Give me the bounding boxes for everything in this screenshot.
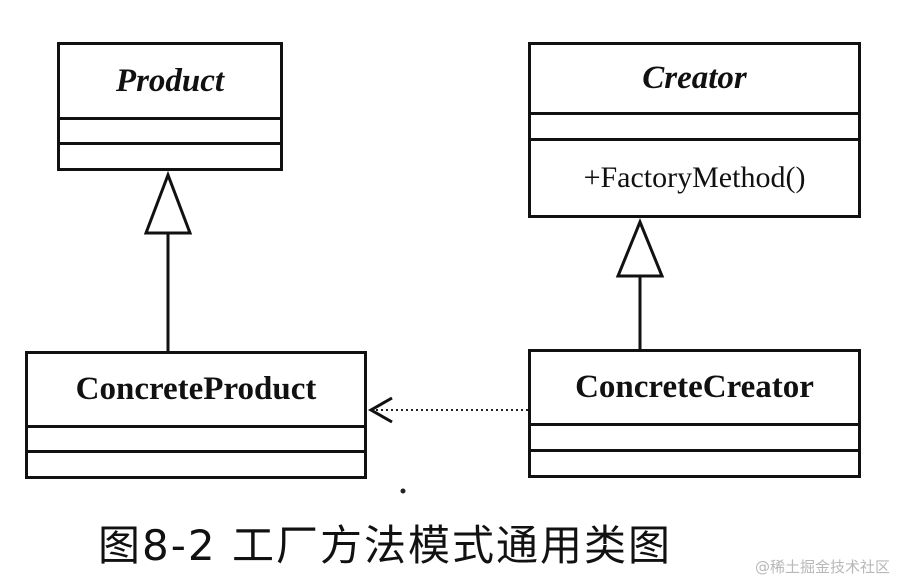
concrete-creator-class: ConcreteCreator: [528, 349, 861, 478]
stray-dot: [400, 488, 406, 494]
creator-method: +FactoryMethod(): [583, 161, 806, 194]
product-class: Product: [57, 42, 283, 171]
concrete-product-class-name: ConcreteProduct: [28, 354, 364, 428]
concrete-product-class: ConcreteProduct: [25, 351, 367, 479]
product-class-name: Product: [60, 45, 280, 120]
product-attributes: [60, 120, 280, 145]
inheritance-arrow-creator: [615, 218, 665, 278]
figure-caption: 图8-2 工厂方法模式通用类图: [98, 521, 672, 570]
concrete-product-operations: [28, 453, 364, 476]
creator-class: Creator +FactoryMethod(): [528, 42, 861, 218]
concrete-creator-class-name: ConcreteCreator: [531, 352, 858, 426]
watermark: @稀土掘金技术社区: [754, 558, 890, 576]
concrete-product-attributes: [28, 428, 364, 453]
creator-attributes: [531, 115, 858, 141]
concrete-creator-operations: [531, 452, 858, 475]
dependency-arrowhead: [367, 396, 393, 424]
product-operations: [60, 145, 280, 168]
inheritance-arrow-product: [143, 170, 193, 235]
concrete-creator-attributes: [531, 426, 858, 452]
creator-class-name: Creator: [531, 45, 858, 115]
